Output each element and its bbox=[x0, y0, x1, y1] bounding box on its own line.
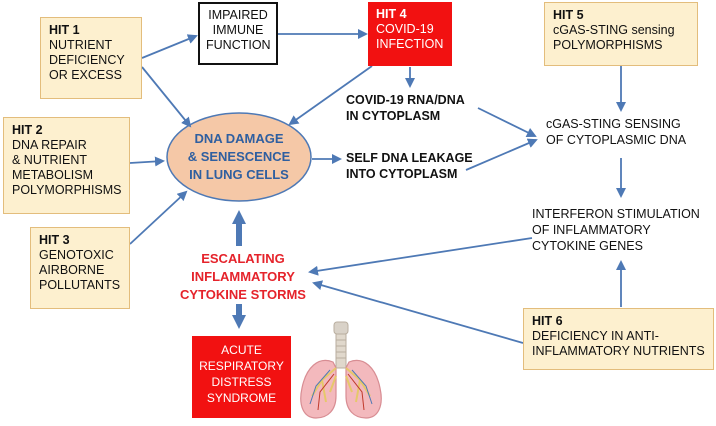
arrow-hit4-dna bbox=[288, 65, 373, 126]
hit4-title: HIT 4 bbox=[376, 7, 407, 21]
arrow-hit3-dna bbox=[129, 190, 188, 245]
hit4-line: INFECTION bbox=[376, 37, 444, 51]
ards-line: RESPIRATORY bbox=[199, 359, 284, 373]
dna-damage-label: DNA DAMAGE & SENESCENCE IN LUNG CELLS bbox=[170, 130, 308, 184]
dna-damage-line: IN LUNG CELLS bbox=[189, 167, 289, 182]
hit6-title: HIT 6 bbox=[532, 314, 563, 328]
arrow-hit2-dna bbox=[129, 156, 165, 167]
hit2-line: DNA REPAIR bbox=[12, 138, 87, 152]
hit5-line: cGAS-STING sensing bbox=[553, 23, 675, 37]
hit2-title: HIT 2 bbox=[12, 123, 43, 137]
hit1-line: NUTRIENT bbox=[49, 38, 113, 52]
cgas-sensing-line: OF CYTOPLASMIC DNA bbox=[546, 133, 687, 147]
interferon-line: CYTOKINE GENES bbox=[532, 239, 643, 253]
impaired-line: IMMUNE bbox=[212, 23, 264, 37]
dna-damage-line: & SENESCENCE bbox=[187, 149, 291, 164]
arrow-interferon-storms bbox=[308, 237, 533, 276]
self-dna-label: SELF DNA LEAKAGE INTO CYTOPLASM bbox=[346, 150, 473, 182]
self-dna-line: SELF DNA LEAKAGE bbox=[346, 151, 473, 165]
cytokine-storms-label: ESCALATING INFLAMMATORY CYTOKINE STORMS bbox=[168, 250, 318, 304]
interferon-label: INTERFERON STIMULATION OF INFLAMMATORY C… bbox=[532, 206, 700, 254]
hit5-title: HIT 5 bbox=[553, 8, 584, 22]
dna-damage-line: DNA DAMAGE bbox=[194, 131, 284, 146]
arrow-hit1-impaired bbox=[141, 34, 198, 59]
hit1-box: HIT 1 NUTRIENT DEFICIENCY OR EXCESS bbox=[40, 17, 142, 99]
covid-rna-line: IN CYTOPLASM bbox=[346, 109, 441, 123]
storms-line: INFLAMMATORY bbox=[191, 269, 295, 284]
cgas-sensing-line: cGAS-STING SENSING bbox=[546, 117, 681, 131]
hit3-line: GENOTOXIC bbox=[39, 248, 114, 262]
storms-line: ESCALATING bbox=[201, 251, 285, 266]
hit3-line: AIRBORNE bbox=[39, 263, 105, 277]
storms-line: CYTOKINE STORMS bbox=[180, 287, 306, 302]
hit6-line: INFLAMMATORY NUTRIENTS bbox=[532, 344, 705, 358]
hit5-line: POLYMORPHISMS bbox=[553, 38, 663, 52]
hit1-title: HIT 1 bbox=[49, 23, 80, 37]
hit3-title: HIT 3 bbox=[39, 233, 70, 247]
arrow-hit1-dna bbox=[141, 66, 192, 128]
interferon-line: INTERFERON STIMULATION bbox=[532, 207, 700, 221]
ards-line: DISTRESS bbox=[211, 375, 272, 389]
hit6-line: DEFICIENCY IN ANTI- bbox=[532, 329, 659, 343]
impaired-line: IMPAIRED bbox=[208, 8, 268, 22]
ards-box: ACUTE RESPIRATORY DISTRESS SYNDROME bbox=[192, 336, 291, 418]
ards-line: SYNDROME bbox=[206, 391, 277, 405]
impaired-immune-box: IMPAIRED IMMUNE FUNCTION bbox=[198, 2, 278, 65]
hit4-box: HIT 4 COVID-19 INFECTION bbox=[368, 2, 452, 66]
hit4-line: COVID-19 bbox=[376, 22, 434, 36]
dna-damage-ellipse bbox=[166, 112, 312, 202]
hit2-line: METABOLISM bbox=[12, 168, 94, 182]
interferon-line: OF INFLAMMATORY bbox=[532, 223, 651, 237]
cgas-sensing-label: cGAS-STING SENSING OF CYTOPLASMIC DNA bbox=[546, 116, 686, 148]
hit5-box: HIT 5 cGAS-STING sensing POLYMORPHISMS bbox=[544, 2, 698, 66]
hit1-line: DEFICIENCY bbox=[49, 53, 125, 67]
hit2-line: & NUTRIENT bbox=[12, 153, 87, 167]
hit2-box: HIT 2 DNA REPAIR & NUTRIENT METABOLISM P… bbox=[3, 117, 130, 214]
covid-rna-line: COVID-19 RNA/DNA bbox=[346, 93, 465, 107]
hit3-line: POLLUTANTS bbox=[39, 278, 121, 292]
impaired-line: FUNCTION bbox=[206, 38, 271, 52]
ards-line: ACUTE bbox=[221, 343, 262, 357]
arrow-rna-cgas bbox=[477, 107, 537, 137]
hit2-line: POLYMORPHISMS bbox=[12, 183, 122, 197]
arrow-hit6-storms bbox=[312, 280, 524, 344]
hit1-line: OR EXCESS bbox=[49, 68, 122, 82]
hit3-box: HIT 3 GENOTOXIC AIRBORNE POLLUTANTS bbox=[30, 227, 130, 309]
lungs-icon bbox=[300, 321, 382, 419]
covid-rna-label: COVID-19 RNA/DNA IN CYTOPLASM bbox=[346, 92, 465, 124]
self-dna-line: INTO CYTOPLASM bbox=[346, 167, 458, 181]
arrow-selfdna-cgas bbox=[465, 138, 538, 171]
hit6-box: HIT 6 DEFICIENCY IN ANTI- INFLAMMATORY N… bbox=[523, 308, 714, 370]
